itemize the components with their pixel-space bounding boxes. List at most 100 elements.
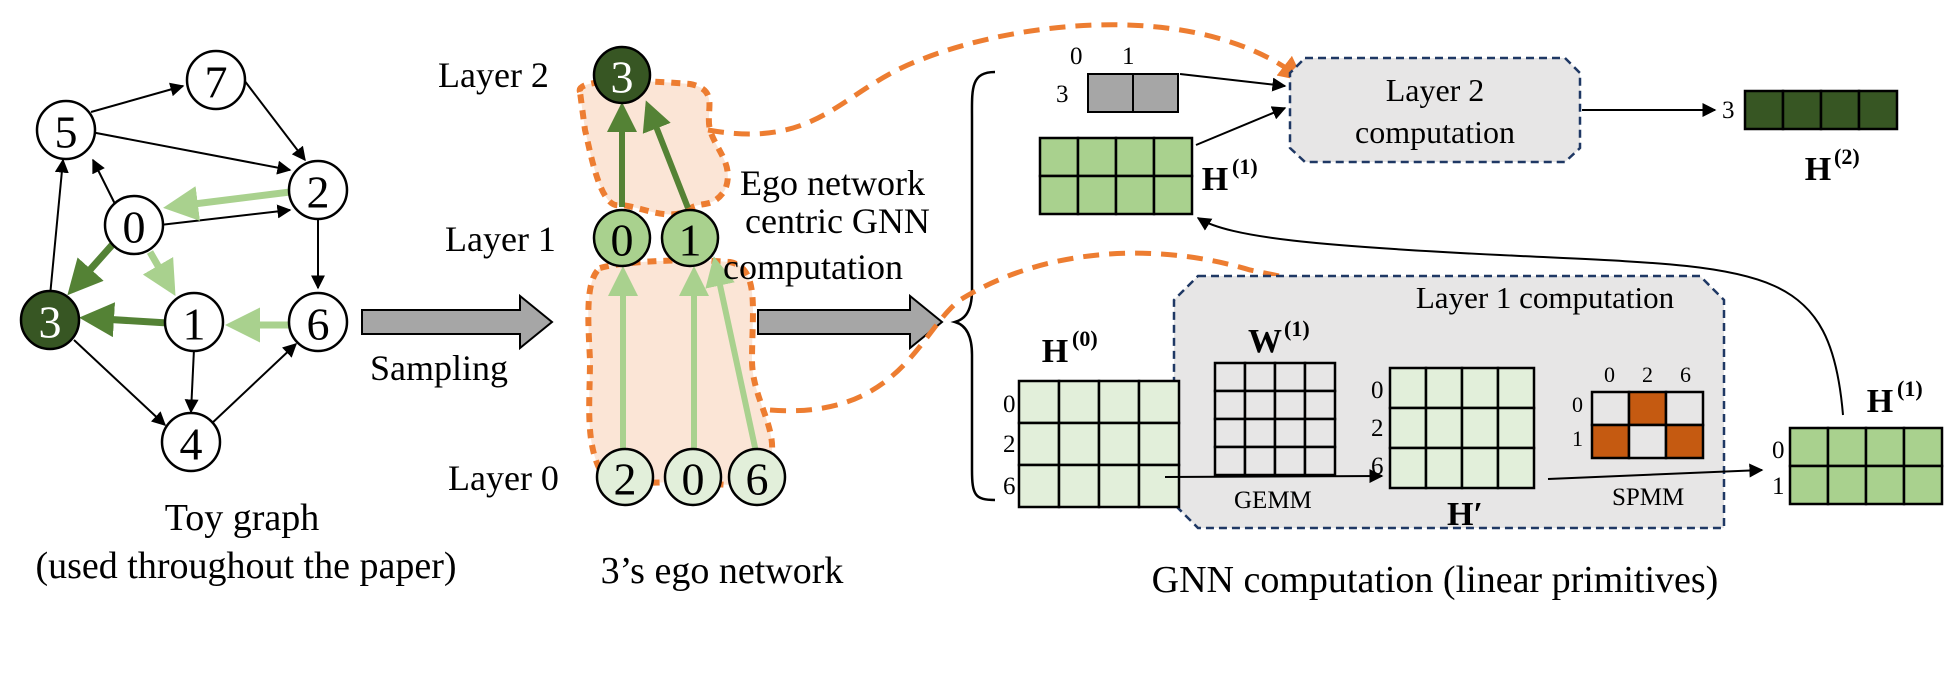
h2-row-label: 3: [1722, 97, 1735, 124]
h1-to-layer2-arrow: [1195, 106, 1287, 146]
ego-edge-6-1: [705, 256, 759, 453]
h1-out-title: H: [1867, 383, 1893, 420]
edge-1-3-highlight: [79, 302, 169, 338]
ego-caption: 3’s ego network: [601, 550, 844, 592]
edge-1-4: [184, 348, 199, 414]
sel-row-label: 3: [1056, 81, 1069, 108]
curly-brace: [950, 70, 996, 502]
svg-text:0: 0: [682, 454, 705, 505]
hprime-matrix: [1388, 366, 1536, 490]
layer2-label: Layer 2: [438, 55, 549, 95]
graph-node-3: 3: [19, 289, 81, 351]
graph-node-1: 1: [163, 291, 225, 353]
edge-0-3-highlight: [67, 241, 116, 296]
svg-text:6: 6: [746, 454, 769, 505]
h0-sup: (0): [1072, 326, 1098, 351]
graph-node-2: 2: [287, 159, 349, 221]
adj-col-6: 6: [1680, 362, 1691, 387]
svg-text:4: 4: [180, 419, 203, 470]
h1-top-matrix: [1038, 136, 1194, 216]
ego-network: Layer 2 Layer 1 Layer 0 3 0 1 2 0 6 Ego …: [438, 45, 930, 592]
ego-node-l0-0: 0: [663, 447, 723, 507]
ego-to-gnn-arrow: [757, 293, 944, 351]
adj-row-0: 0: [1572, 392, 1583, 417]
ego-node-l0-2: 2: [595, 447, 655, 507]
sel-col-label-0: 0: [1070, 43, 1083, 70]
graph-node-5: 5: [35, 99, 97, 161]
h0-row-6: 6: [1003, 473, 1016, 500]
h2-title: H: [1805, 151, 1831, 188]
gemm-arrow: [1164, 469, 1384, 484]
spmm-arrow: [1547, 463, 1764, 480]
svg-text:0: 0: [611, 215, 634, 266]
edge-0-5: [92, 158, 117, 207]
edge-5-2: [90, 131, 292, 175]
svg-text:7: 7: [205, 57, 228, 108]
w1-title: W: [1248, 323, 1282, 360]
h0-matrix: [1017, 379, 1181, 509]
toy-graph-caption-line1: Toy graph: [165, 497, 320, 539]
edge-3-4: [73, 339, 167, 426]
h1-out-sup: (1): [1897, 376, 1923, 401]
ego-node-l0-6: 6: [727, 447, 787, 507]
svg-text:0: 0: [123, 202, 146, 253]
ego-edge-1-3: [642, 100, 691, 210]
adj-col-2: 2: [1642, 362, 1653, 387]
edge-3-5: [49, 158, 69, 297]
h1-top-title: H: [1202, 161, 1228, 198]
layer2-computation-box: [1288, 56, 1582, 164]
sampling-arrow: Sampling: [361, 293, 554, 388]
h0-row-2: 2: [1003, 431, 1016, 458]
layer0-label: Layer 0: [448, 458, 559, 498]
gnn-caption: GNN computation (linear primitives): [1152, 559, 1719, 601]
graph-node-6: 6: [287, 291, 349, 353]
sel-to-layer2-arrow: [1179, 73, 1287, 92]
ego-region-upper: [576, 78, 731, 218]
ego-node-l1-0: 0: [592, 208, 652, 268]
h1-out-row-1: 1: [1772, 473, 1785, 500]
selection-vector: [1087, 73, 1179, 113]
h1-out-row-0: 0: [1772, 437, 1785, 464]
h0-row-0: 0: [1003, 391, 1016, 418]
sampling-label: Sampling: [370, 348, 508, 388]
svg-text:6: 6: [307, 299, 330, 350]
hprime-row-2: 2: [1371, 415, 1384, 442]
toy-graph: 7 5 2 0 3 1 6 4 Toy graph (used througho…: [19, 49, 457, 587]
layer1-box-title: Layer 1 computation: [1416, 280, 1675, 315]
hprime-title: H′: [1447, 496, 1483, 533]
orange-curve-layer2: [707, 22, 1304, 137]
hprime-row-0: 0: [1371, 377, 1384, 404]
w1-sup: (1): [1284, 316, 1310, 341]
gnn-top: 0 1 3 0 1 H (1) Layer 2 computation 3 H …: [1038, 43, 1899, 416]
edge-0-2: [159, 204, 292, 226]
edge-0-1-highlight: [142, 250, 176, 297]
h1-feedback-arrow: [1196, 217, 1844, 416]
layer2-box-line1: Layer 2: [1386, 72, 1485, 108]
h0-title: H: [1042, 333, 1068, 370]
ego-note-line2: centric GNN: [745, 201, 930, 241]
ego-note-line1: Ego network: [740, 163, 925, 203]
layer2-box-line2: computation: [1355, 114, 1515, 150]
edge-2-0-highlight: [163, 186, 291, 221]
svg-text:1: 1: [679, 215, 702, 266]
adj-col-0: 0: [1604, 362, 1615, 387]
svg-text:5: 5: [55, 107, 78, 158]
svg-text:3: 3: [611, 52, 634, 103]
hprime-row-6: 6: [1371, 453, 1384, 480]
svg-text:2: 2: [614, 454, 637, 505]
svg-text:3: 3: [39, 297, 62, 348]
edge-5-7: [90, 82, 185, 113]
svg-text:2: 2: [307, 167, 330, 218]
h2-matrix: [1743, 89, 1899, 131]
h1-output: H (1) 0 1: [1772, 376, 1944, 506]
graph-node-0: 0: [103, 194, 165, 256]
toy-graph-caption-line2: (used throughout the paper): [35, 545, 456, 587]
w1-matrix: [1213, 361, 1337, 477]
layer1-label: Layer 1: [445, 219, 556, 259]
spmm-label: SPMM: [1612, 484, 1684, 511]
sel-col-label-1: 1: [1122, 43, 1135, 70]
edge-7-2: [243, 79, 306, 162]
toy-graph-edges: [49, 79, 325, 426]
ego-node-l1-1: 1: [660, 208, 720, 268]
